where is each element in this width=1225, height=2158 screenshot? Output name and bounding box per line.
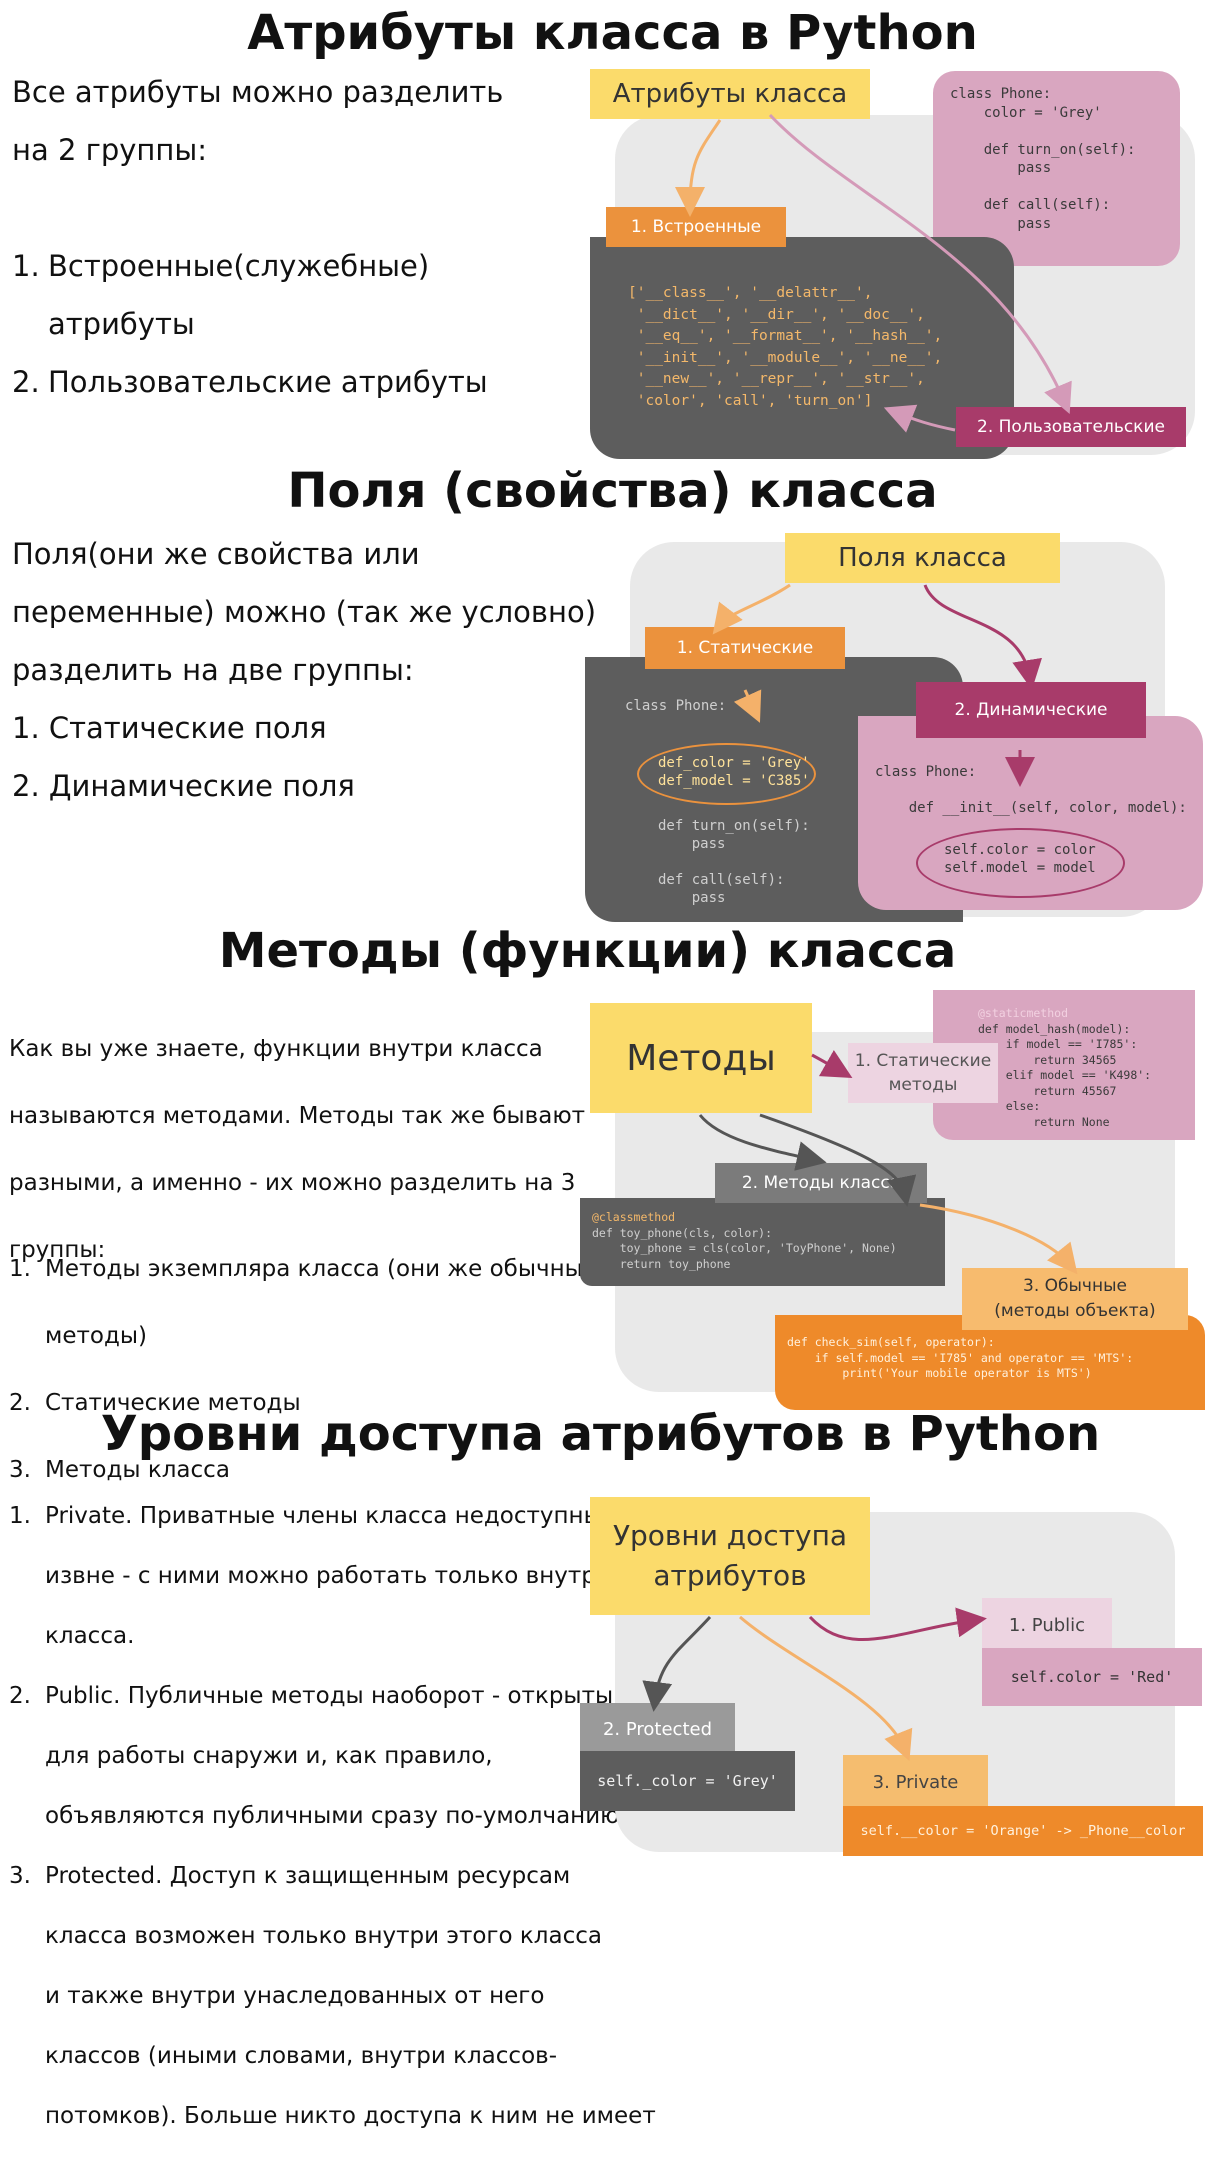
dynamic-fields-code: self.color = color self.model = model: [944, 842, 1096, 876]
text-line: Поля(они же свойства или: [12, 537, 420, 571]
public-code: self.color = 'Red': [982, 1648, 1202, 1706]
list-item-cont: классов (иными словами, внутри классов-: [45, 2043, 557, 2069]
list-item-cont: методы): [45, 1323, 148, 1349]
text-line: разделить на две группы:: [12, 653, 414, 687]
static-label: 1. Статические: [645, 627, 845, 669]
list-item: 1.Методы экземпляра класса (они же обычн…: [9, 1256, 597, 1282]
diagram1-header: Атрибуты класса: [590, 69, 870, 119]
list-item: 1.Private. Приватные члены класса недост…: [9, 1503, 602, 1529]
static-methods-code: def turn_on(self): pass def call(self): …: [658, 818, 810, 906]
diagram3-header: Методы: [590, 1003, 812, 1113]
diagram4-header: Уровни доступа атрибутов: [590, 1497, 870, 1615]
arrow: [883, 404, 956, 433]
static-fields-highlight: [637, 743, 816, 805]
dynamic-code: class Phone: def __init__(self, color, m…: [875, 764, 1187, 816]
private-label: 3. Private: [843, 1755, 988, 1809]
arrow: [675, 119, 722, 217]
static-method-code: @staticmethod def model_hash(model): if …: [978, 1006, 1152, 1129]
list-item-cont: для работы снаружи и, как правило,: [45, 1743, 493, 1769]
arrow: [733, 689, 762, 723]
section4-title: Уровни доступа атрибутов в Python: [100, 1406, 1101, 1462]
dynamic-label: 2. Динамические: [916, 682, 1146, 738]
list-item: 3.Protected. Доступ к защищенным ресурса…: [9, 1863, 571, 1889]
dir-output-panel: ['__class__', '__delattr__', '__dict__',…: [590, 237, 1014, 459]
list-item: 2.Public. Публичные методы наоборот - от…: [9, 1683, 614, 1709]
arrow: [739, 1615, 913, 1762]
section2-text: Поля(они же свойства или переменные) мож…: [12, 525, 596, 815]
arrow: [768, 113, 1072, 415]
text-line: разными, а именно - их можно разделить н…: [9, 1170, 576, 1196]
section1-title: Атрибуты класса в Python: [247, 5, 978, 61]
arrow: [759, 1113, 917, 1207]
arrow: [919, 1203, 1078, 1275]
arrow: [698, 1114, 827, 1171]
static-method-label: 1. Статические методы: [848, 1043, 998, 1103]
intro-line: Все атрибуты можно разделить: [12, 75, 504, 109]
text-line: Как вы уже знаете, функции внутри класса: [9, 1036, 543, 1062]
class-code-panel: class Phone: color = 'Grey' def turn_on(…: [933, 71, 1180, 266]
arrow: [642, 1615, 712, 1712]
section3-title: Методы (функции) класса: [218, 923, 957, 979]
protected-code: self._color = 'Grey': [580, 1751, 795, 1811]
list-item: 1. Статические поля: [12, 711, 327, 745]
class-code: class Phone: color = 'Grey' def turn_on(…: [950, 86, 1136, 232]
regular-method-panel: def check_sim(self, operator): if self.m…: [775, 1315, 1205, 1410]
class-method-panel: @classmethod def toy_phone(cls, color): …: [580, 1198, 945, 1286]
custom-label: 2. Пользовательские: [956, 407, 1186, 447]
static-fields-code: def_color = 'Grey' def_model = 'C385': [658, 755, 810, 789]
arrow: [923, 584, 1042, 690]
dynamic-fields-highlight: [916, 828, 1125, 898]
text-line: группы:: [9, 1237, 106, 1263]
public-label: 1. Public: [982, 1598, 1112, 1652]
list-item: 2. Динамические поля: [12, 769, 355, 803]
list-item: 2.Статические методы: [9, 1390, 301, 1416]
list-item-cont: и также внутри унаследованных от него: [45, 1983, 545, 2009]
section1-text: Все атрибуты можно разделить на 2 группы…: [12, 63, 503, 411]
builtin-label: 1. Встроенные: [606, 207, 786, 247]
private-code: self.__color = 'Orange' -> _Phone__color: [843, 1806, 1203, 1856]
list-item-cont: класса.: [45, 1623, 135, 1649]
dir-output-code: ['__class__', '__delattr__', '__dict__',…: [628, 285, 943, 409]
regular-method-label: 3. Обычные (методы объекта): [962, 1268, 1188, 1330]
list-item-cont: извне - с ними можно работать только вну…: [45, 1563, 611, 1589]
list-item: 3.Методы класса: [9, 1457, 230, 1483]
list-item: 1.Встроенные(служебные): [12, 249, 430, 283]
static-class-head: class Phone:: [625, 698, 727, 714]
list-item-cont: атрибуты: [48, 307, 195, 341]
diagram2-header: Поля класса: [785, 533, 1060, 583]
dynamic-fields-panel: class Phone: def __init__(self, color, m…: [858, 716, 1203, 910]
list-item-cont: класса возможен только внутри этого клас…: [45, 1923, 602, 1949]
list-item: 2.Пользовательские атрибуты: [12, 365, 488, 399]
arrow: [808, 1607, 987, 1641]
arrow: [811, 1050, 853, 1078]
section3-intro: Как вы уже знаете, функции внутри класса…: [9, 1004, 585, 1295]
list-item-cont: потомков). Больше никто доступа к ним не…: [45, 2103, 656, 2129]
regular-method-code: def check_sim(self, operator): if self.m…: [787, 1335, 1134, 1380]
diagram-arrows: [642, 113, 1078, 1762]
text-line: называются методами. Методы так же бываю…: [9, 1103, 586, 1129]
intro-line: на 2 группы:: [12, 133, 208, 167]
class-method-code: @classmethod def toy_phone(cls, color): …: [592, 1210, 897, 1271]
list-item-cont: объявляются публичными сразу по-умолчани…: [45, 1803, 627, 1829]
section3-list: 1.Методы экземпляра класса (они же обычн…: [9, 1224, 597, 1515]
text-line: переменные) можно (так же условно): [12, 595, 597, 629]
section2-title: Поля (свойства) класса: [287, 463, 938, 519]
arrow: [712, 583, 791, 635]
